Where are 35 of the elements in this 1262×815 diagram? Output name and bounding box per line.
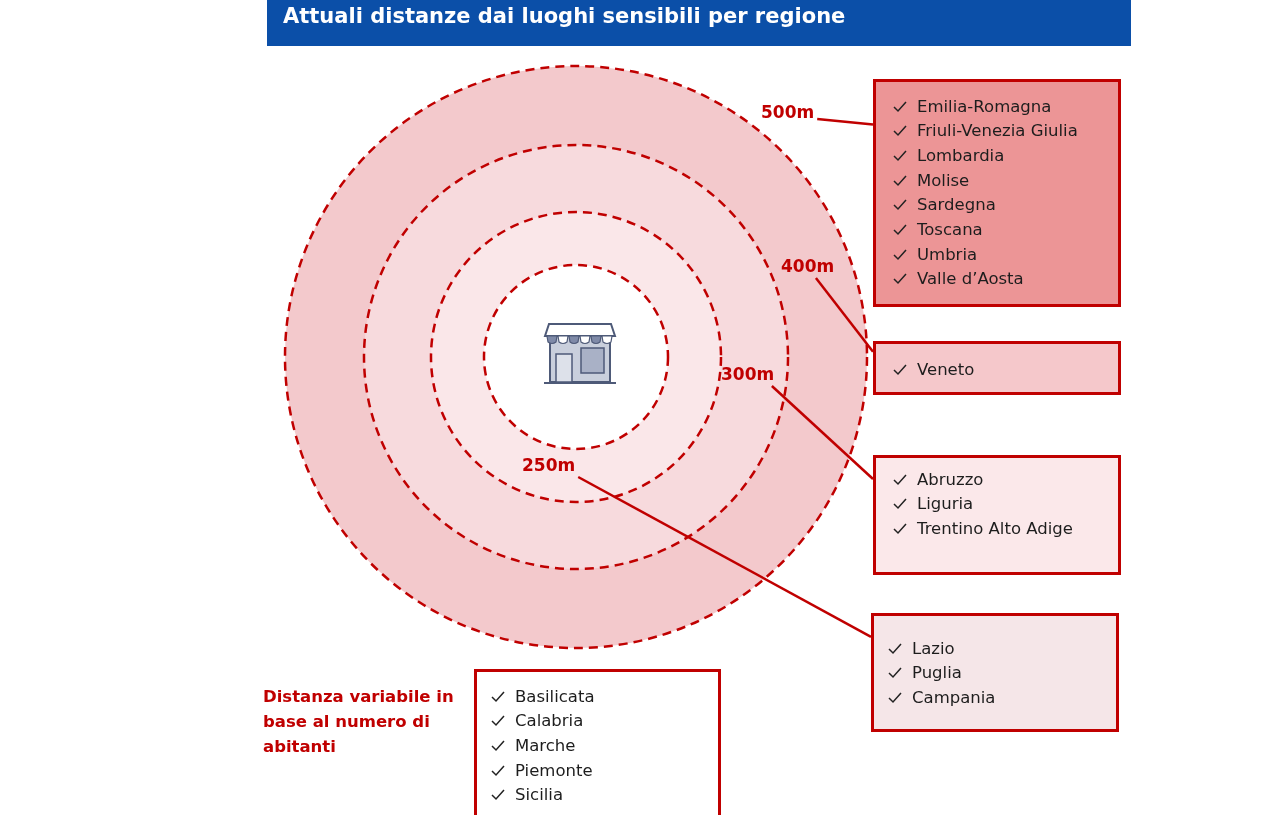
- leader-line: [771, 385, 874, 480]
- region-name: Piemonte: [515, 759, 593, 782]
- region-list-box: [873, 455, 1121, 575]
- distance-label: 400m: [781, 256, 835, 276]
- region-name: Trentino Alto Adige: [917, 517, 1073, 540]
- region-list-box: [873, 341, 1121, 395]
- region-name: Lombardia: [917, 144, 1005, 167]
- region-list-box: [873, 79, 1121, 307]
- region-name: Lazio: [912, 637, 955, 660]
- region-name: Emilia-Romagna: [917, 95, 1052, 118]
- leader-line: [577, 475, 872, 638]
- leader-line: [817, 117, 874, 126]
- region-list-box: [474, 669, 721, 815]
- note-text: Distanza variabile in base al numero di abitanti: [263, 686, 455, 758]
- region-name: Sicilia: [515, 784, 563, 807]
- distance-label: 300m: [721, 364, 775, 384]
- region-name: Campania: [912, 686, 996, 709]
- distance-label: 250m: [522, 455, 576, 475]
- title-banner: Attuali distanze dai luoghi sensibili per regione: [267, 0, 1131, 46]
- distance-label: 500m: [761, 102, 815, 122]
- region-name: Valle d’Aosta: [917, 268, 1024, 291]
- region-name: Umbria: [917, 243, 978, 266]
- region-name: Marche: [515, 734, 576, 757]
- region-name: Veneto: [917, 358, 975, 381]
- region-name: Calabria: [515, 710, 584, 733]
- region-name: Sardegna: [917, 194, 996, 217]
- region-name: Molise: [917, 169, 970, 192]
- region-name: Toscana: [917, 219, 983, 241]
- leader-line: [814, 277, 874, 353]
- region-name: Puglia: [912, 662, 962, 685]
- region-name: Basilicata: [515, 685, 595, 708]
- region-name: Liguria: [917, 493, 974, 516]
- region-name: Friuli-Venezia Giulia: [917, 120, 1078, 143]
- region-name: Abruzzo: [917, 468, 984, 491]
- region-list-box: [871, 613, 1119, 732]
